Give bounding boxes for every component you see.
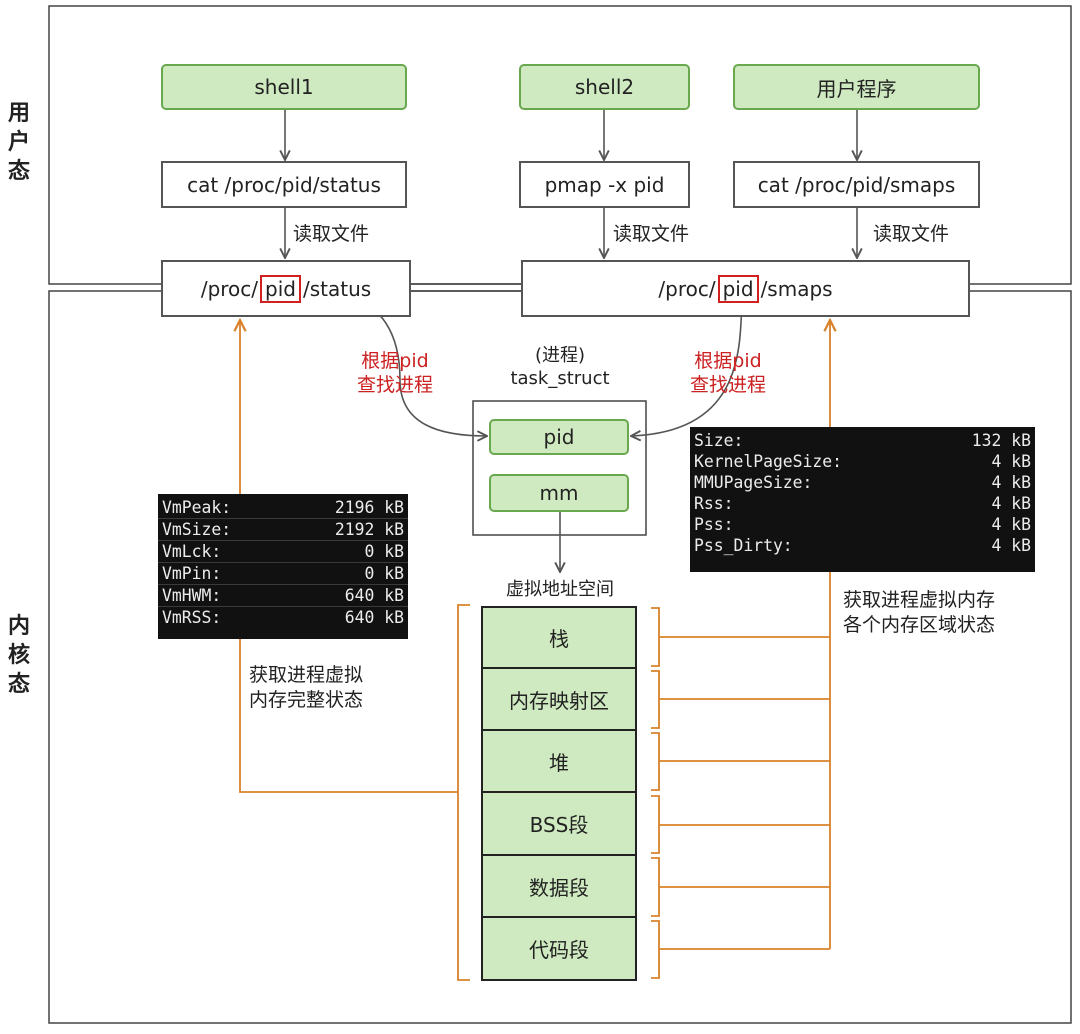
smaps-terminal: Size:132 kB KernelPageSize:4 kB MMUPageS… [690, 427, 1035, 572]
task-struct-caption: (进程) task_struct [510, 345, 610, 389]
terminal-row: Pss_Dirty:4 kB [694, 536, 1031, 555]
cat-smaps-command: cat /proc/pid/smaps [733, 161, 980, 208]
terminal-row: VmRSS:640 kB [162, 608, 404, 627]
terminal-row: Rss:4 kB [694, 494, 1031, 513]
read-file-label: 读取文件 [873, 223, 950, 245]
region-bss: BSS段 [481, 793, 637, 856]
terminal-row: VmSize:2192 kB [158, 519, 408, 541]
pmap-command: pmap -x pid [519, 161, 690, 208]
terminal-row: MMUPageSize:4 kB [694, 473, 1031, 492]
status-caption: 获取进程虚拟 内存完整状态 [249, 664, 364, 711]
status-terminal: VmPeak:2196 kB VmSize:2192 kB VmLck:0 kB… [158, 494, 408, 639]
pid-highlight: pid [717, 274, 759, 303]
cat-status-command: cat /proc/pid/status [161, 161, 407, 208]
proc-status-file: /proc/pid/status [161, 260, 411, 317]
memory-layout: 栈 内存映射区 堆 BSS段 数据段 代码段 [481, 606, 637, 981]
lookup-process-label: 根据pid 查找进程 [356, 350, 433, 396]
task-mm-field: mm [489, 474, 629, 512]
task-pid-field: pid [489, 419, 629, 455]
region-brackets [651, 607, 830, 979]
vaddr-space-label: 虚拟地址空间 [506, 579, 614, 600]
shell1-box: shell1 [161, 64, 407, 110]
terminal-row: VmPin:0 kB [158, 563, 408, 585]
pid-highlight: pid [260, 274, 301, 303]
shell2-box: shell2 [519, 64, 690, 110]
region-stack: 栈 [481, 606, 637, 669]
terminal-row: Pss:4 kB [694, 515, 1031, 534]
region-data: 数据段 [481, 856, 637, 918]
user-program-box: 用户程序 [733, 64, 980, 110]
terminal-row: VmLck:0 kB [158, 541, 408, 563]
kernel-space-label: 内 核 态 [7, 614, 30, 697]
region-text: 代码段 [481, 918, 637, 981]
read-file-label: 读取文件 [613, 223, 690, 245]
lookup-process-label: 根据pid 查找进程 [689, 350, 766, 396]
terminal-row: Size:132 kB [694, 431, 1031, 450]
smaps-caption: 获取进程虚拟内存 各个内存区域状态 [843, 589, 996, 636]
region-heap: 堆 [481, 731, 637, 793]
proc-smaps-file: /proc/pid/smaps [521, 260, 970, 317]
terminal-row: VmPeak:2196 kB [158, 497, 408, 519]
terminal-row: KernelPageSize:4 kB [694, 452, 1031, 471]
region-mmap: 内存映射区 [481, 669, 637, 731]
terminal-row: VmHWM:640 kB [158, 585, 408, 607]
user-space-label: 用 户 态 [7, 101, 30, 184]
read-file-label: 读取文件 [293, 223, 370, 245]
